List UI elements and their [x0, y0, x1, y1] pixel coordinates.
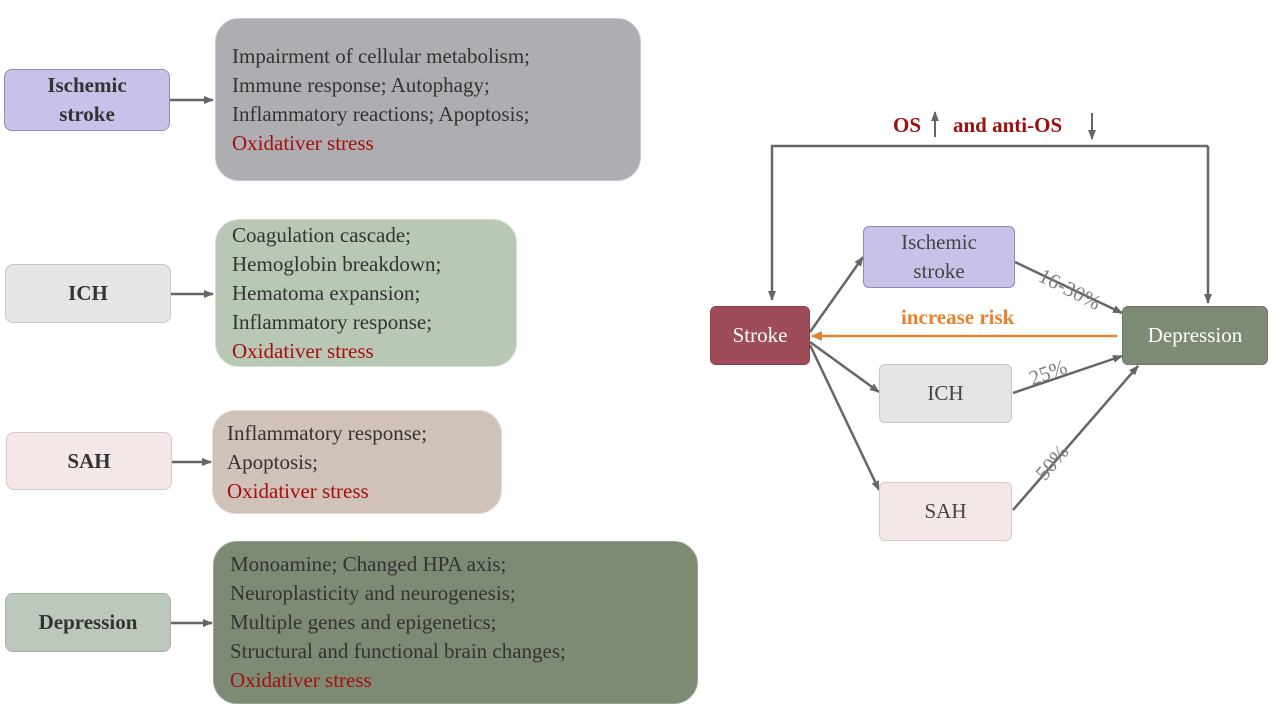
oxidative-stress-text: Oxidativer stress	[227, 478, 369, 503]
node-label: SAH	[924, 499, 967, 523]
detail-line: Inflammatory reactions; Apoptosis;	[232, 101, 530, 126]
label-depression: Depression	[5, 593, 171, 652]
label-line: Depression	[38, 610, 138, 634]
detail-line: Hematoma expansion;	[232, 280, 421, 305]
node-ischemic-stroke: Ischemic stroke	[863, 226, 1015, 288]
panel-ich: Coagulation cascade; Hemoglobin breakdow…	[215, 219, 517, 367]
oxidative-stress-text: Oxidativer stress	[230, 668, 372, 692]
os-loop-to-stroke	[768, 144, 1208, 301]
node-label-line: stroke	[913, 259, 965, 283]
label-sah: SAH	[6, 432, 172, 490]
node-label: Stroke	[732, 323, 788, 347]
detail-line: Inflammatory response;	[232, 309, 433, 334]
node-sah: SAH	[879, 482, 1012, 541]
detail-line: Neuroplasticity and neurogenesis;	[230, 581, 516, 605]
node-depression: Depression	[1122, 306, 1268, 365]
label-line: SAH	[67, 448, 111, 473]
oxidative-stress-text: Oxidativer stress	[232, 338, 374, 363]
node-ich: ICH	[879, 364, 1012, 423]
oxidative-stress-text: Oxidativer stress	[232, 130, 374, 155]
detail-line: Immune response; Autophagy;	[232, 72, 490, 97]
os-label: OS	[893, 113, 922, 137]
arrow-stroke-to-sah	[808, 344, 881, 491]
anti-os-label: and anti-OS	[953, 113, 1063, 137]
increase-risk-label: increase risk	[901, 305, 1015, 329]
detail-line: Multiple genes and epigenetics;	[230, 610, 497, 634]
arrow-stroke-to-ich	[809, 340, 880, 394]
label-ich: ICH	[5, 264, 171, 323]
detail-line: Monoamine; Changed HPA axis;	[230, 552, 507, 576]
node-label: ICH	[927, 381, 964, 405]
arrow-ich-to-depression	[1012, 354, 1123, 395]
node-label: Depression	[1147, 323, 1243, 347]
panel-ischemic-stroke: Impairment of cellular metabolism; Immun…	[215, 18, 641, 181]
detail-line: Apoptosis;	[227, 449, 319, 474]
node-label-line: Ischemic	[901, 230, 977, 254]
label-ischemic-stroke: Ischemic stroke	[4, 69, 170, 131]
label-line: ICH	[68, 281, 108, 305]
panel-sah: Inflammatory response; Apoptosis; Oxidat…	[212, 410, 502, 514]
arrow-ischemic-to-depression	[1014, 260, 1123, 315]
detail-line: Hemoglobin breakdown;	[232, 251, 442, 276]
node-stroke: Stroke	[710, 306, 810, 365]
detail-line: Inflammatory response;	[227, 420, 428, 445]
detail-line: Coagulation cascade;	[232, 222, 412, 247]
panel-depression: Monoamine; Changed HPA axis; Neuroplasti…	[213, 541, 698, 704]
arrow-sah-to-depression	[1012, 365, 1139, 511]
arrow-stroke-to-ischemic	[808, 256, 865, 333]
detail-line: Impairment of cellular metabolism;	[232, 43, 530, 68]
label-line: Ischemic	[47, 73, 127, 97]
label-line: stroke	[59, 102, 115, 126]
detail-line: Structural and functional brain changes;	[230, 639, 566, 663]
